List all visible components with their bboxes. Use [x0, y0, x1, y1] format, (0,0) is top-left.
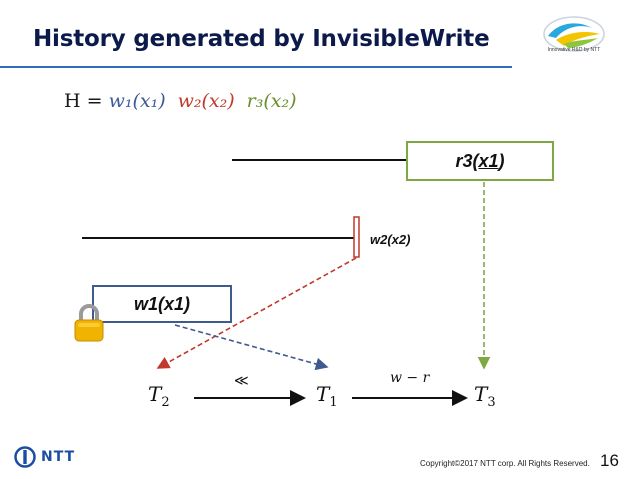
node-t2-subscript: 2	[161, 395, 170, 410]
node-t1: T1	[316, 382, 338, 410]
ntt-symbol-icon	[14, 446, 36, 468]
ntt-rd-logo-icon	[543, 16, 605, 52]
history-prefix: H =	[64, 90, 109, 112]
history-op-r3: r₃(x₂)	[246, 90, 297, 112]
history-expression: H = w₁(x₁) w₂(x₂) r₃(x₂)	[64, 90, 297, 112]
node-t2: T2	[148, 382, 170, 410]
dependency-arrow-w1-to-t1	[174, 324, 329, 371]
node-t3-subscript: 3	[487, 395, 496, 410]
w2-marker	[353, 216, 360, 258]
node-t1-subscript: 1	[329, 395, 338, 410]
node-t3: T3	[474, 382, 496, 410]
history-op-w2: w₂(x₂)	[177, 90, 235, 112]
logo-caption: Innovative R&D by NTT	[547, 47, 601, 53]
copyright-notice: Copyright©2017 NTT corp. All Rights Rese…	[420, 459, 590, 468]
edge-label-t1-t3: w − r	[390, 370, 430, 386]
history-op-w1: w₁(x₁)	[108, 90, 166, 112]
edge-label-t2-t1: ≪	[234, 372, 249, 388]
r3-underlined-variable: x1	[478, 150, 499, 171]
w1-operation-box: w1(x1)	[92, 285, 232, 323]
dependency-arrow-w2-to-t2	[156, 257, 357, 369]
r3-suffix: )	[498, 150, 505, 171]
title-underline	[0, 66, 512, 68]
r3-prefix: r3(	[455, 150, 479, 171]
w2-operation-label: w2(x2)	[370, 232, 411, 247]
r3-operation-box: r3(x1)	[406, 141, 554, 181]
lock-icon	[74, 304, 104, 342]
page-number: 16	[600, 451, 619, 470]
ntt-footer-logo: NTT	[14, 446, 75, 468]
slide-title: History generated by InvisibleWrite	[33, 26, 490, 52]
ntt-wordmark: NTT	[41, 449, 76, 465]
